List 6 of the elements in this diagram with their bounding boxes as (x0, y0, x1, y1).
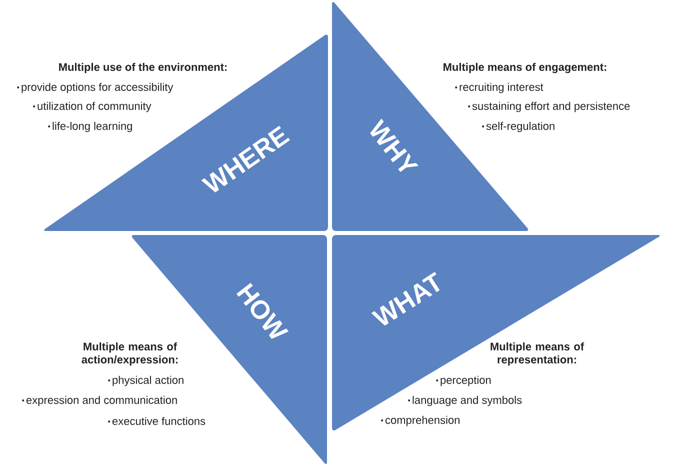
heading: Multiple means of representation: (490, 342, 584, 366)
heading: Multiple use of the environment: (59, 62, 227, 74)
bullet-item: life-long learning (48, 122, 132, 132)
bullet-item: perception (436, 376, 491, 386)
bullet-item: comprehension (381, 416, 460, 426)
bullet-item: language and symbols (408, 396, 522, 406)
